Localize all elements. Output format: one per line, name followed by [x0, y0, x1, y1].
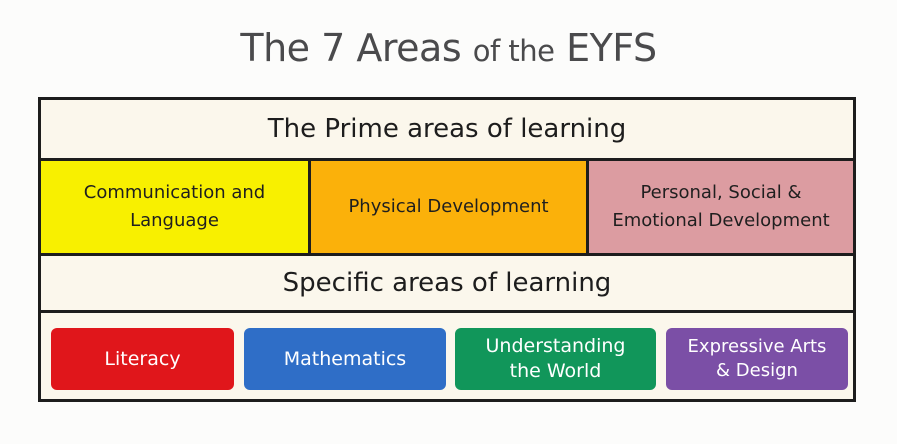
specific-area-expressive-arts-label: Expressive Arts & Design [687, 336, 827, 381]
specific-area-understanding-world-label: Understanding the World [485, 335, 626, 382]
specific-area-understanding-world: Understanding the World [455, 328, 656, 390]
prime-area-personal-social-label: Personal, Social & Emotional Development [612, 182, 830, 231]
specific-area-literacy: Literacy [51, 328, 234, 390]
prime-area-communication: Communication and Language [41, 161, 311, 253]
title-part-1: The 7 Areas [240, 26, 473, 70]
page-title: The 7 Areas of the EYFS [0, 22, 897, 77]
specific-area-mathematics: Mathematics [244, 328, 446, 390]
specific-area-expressive-arts: Expressive Arts & Design [666, 328, 848, 390]
prime-area-communication-label: Communication and Language [83, 182, 266, 231]
prime-area-personal-social: Personal, Social & Emotional Development [589, 161, 853, 253]
title-part-3: EYFS [554, 26, 657, 70]
eyfs-diagram: The Prime areas of learning Communicatio… [38, 97, 856, 402]
specific-areas-heading: Specific areas of learning [41, 253, 853, 313]
prime-area-physical-label: Physical Development [348, 196, 549, 217]
prime-areas-row: Communication and Language Physical Deve… [41, 158, 853, 253]
prime-area-physical: Physical Development [311, 161, 589, 253]
title-part-2: of the [472, 34, 555, 68]
specific-areas-row: Literacy Mathematics Understanding the W… [41, 313, 853, 399]
prime-areas-heading: The Prime areas of learning [41, 100, 853, 158]
specific-area-mathematics-label: Mathematics [283, 347, 407, 370]
specific-area-literacy-label: Literacy [104, 347, 181, 370]
